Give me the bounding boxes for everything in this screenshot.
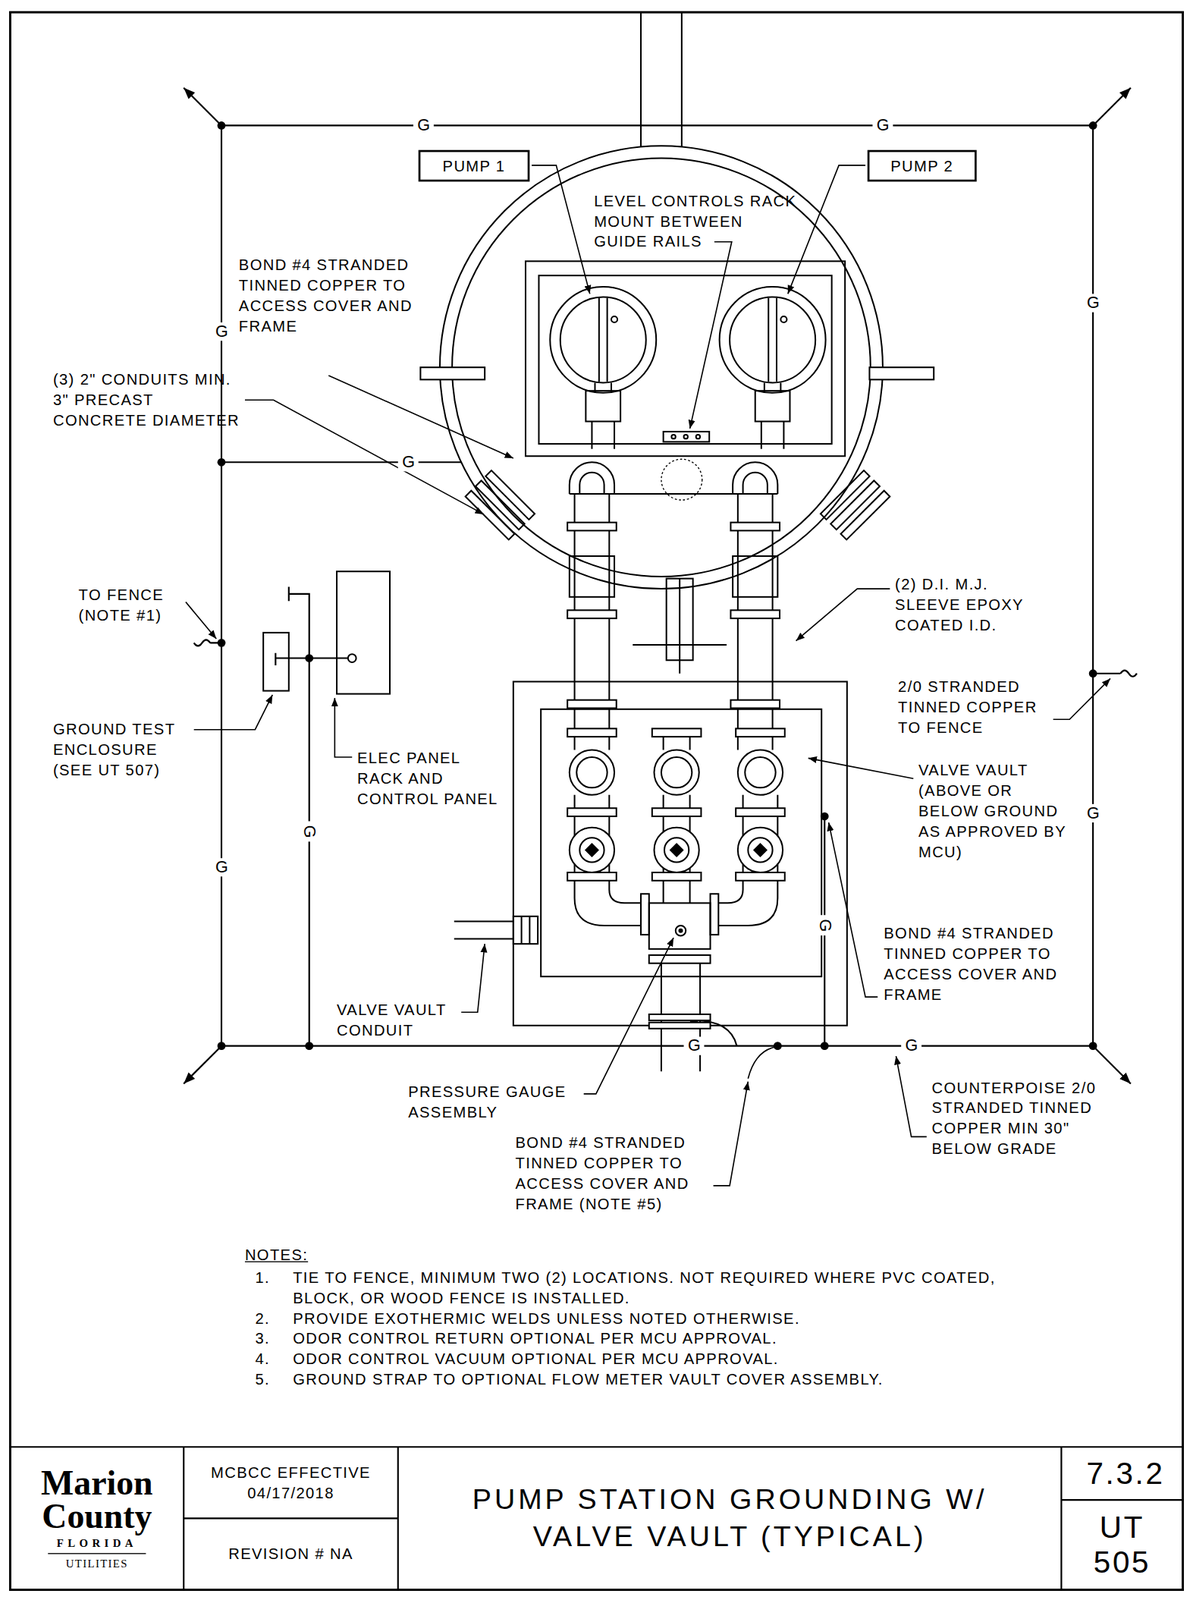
callout-label: BOND #4 STRANDED TINNED COPPER TO ACCESS… <box>883 923 1078 1005</box>
callout-label: LEVEL CONTROLS RACK MOUNT BETWEEN GUIDE … <box>593 191 798 253</box>
note-text: GROUND STRAP TO OPTIONAL FLOW METER VAUL… <box>292 1368 1008 1390</box>
node-text: FLORIDA <box>56 1536 138 1549</box>
bond-dots <box>217 121 1098 1050</box>
callout-label: (2) D.I. M.J. SLEEVE EPOXY COATED I.D. <box>894 574 1049 636</box>
ground-tag: G <box>211 857 233 876</box>
ground-tag: G <box>413 116 435 135</box>
note-text: ODOR CONTROL RETURN OPTIONAL PER MCU APP… <box>292 1327 1008 1349</box>
note-text: ODOR CONTROL VACUUM OPTIONAL PER MCU APP… <box>292 1348 1008 1369</box>
wet-well <box>420 12 934 589</box>
node-text: MCBCC EFFECTIVE 04/17/2018 <box>185 1461 396 1503</box>
detail-number-cell: UT 505 <box>1063 1501 1181 1588</box>
note-number: 1. <box>254 1267 270 1288</box>
ground-tag: G <box>1083 803 1105 823</box>
note-number: 2. <box>254 1307 270 1328</box>
callout-label: GROUND TEST ENCLOSURE (SEE UT 507) <box>53 718 196 781</box>
ground-tag: G <box>815 914 834 936</box>
drawing-title: PUMP STATION GROUNDING W/ VALVE VAULT (T… <box>428 1481 1031 1555</box>
pump-tag-box: PUMP 2 <box>867 150 977 183</box>
ground-grid <box>183 87 1137 1084</box>
ground-tag: G <box>211 322 233 341</box>
ground-tag: G <box>872 116 894 135</box>
note-text: PROVIDE EXOTHERMIC WELDS UNLESS NOTED OT… <box>292 1307 1008 1328</box>
notes-heading: NOTES: <box>244 1244 308 1266</box>
note-number: 3. <box>254 1327 270 1349</box>
callout-label: TO FENCE (NOTE #1) <box>78 584 192 626</box>
callout-label: COUNTERPOISE 2/0 STRANDED TINNED COPPER … <box>932 1076 1106 1159</box>
ground-tag: G <box>684 1036 706 1055</box>
node-text: UT 505 <box>1086 1510 1158 1580</box>
note-text: TIE TO FENCE, MINIMUM TWO (2) LOCATIONS.… <box>292 1267 1008 1309</box>
pump-tag-box: PUMP 1 <box>418 150 531 183</box>
callout-label: ELEC PANEL RACK AND CONTROL PANEL <box>357 747 511 810</box>
callout-label: PRESSURE GAUGE ASSEMBLY <box>408 1081 582 1123</box>
callout-label: (3) 2" CONDUITS MIN. 3" PRECAST CONCRETE… <box>53 369 243 431</box>
ground-tag: G <box>1083 293 1105 312</box>
callout-label: 2/0 STRANDED TINNED COPPER TO FENCE <box>897 676 1052 738</box>
callout-label: VALVE VAULT CONDUIT <box>336 999 465 1041</box>
node-text: Marion County <box>25 1466 169 1533</box>
node-text: PUMP 2 <box>890 155 954 176</box>
callout-label: BOND #4 STRANDED TINNED COPPER TO ACCESS… <box>238 254 434 337</box>
section-number-cell: 7.3.2 <box>1063 1448 1181 1498</box>
note-number: 4. <box>254 1348 270 1369</box>
county-logo: Marion CountyFLORIDA UTILITIES <box>12 1448 182 1588</box>
sheet-frame <box>9 12 1183 1589</box>
effective-date-cell: MCBCC EFFECTIVE 04/17/2018 <box>185 1448 396 1517</box>
ground-tag: G <box>300 820 319 842</box>
leader-lines <box>185 165 1111 1186</box>
node-text: REVISION # NA <box>228 1543 353 1564</box>
revision-cell: REVISION # NA <box>185 1519 396 1588</box>
note-number: 5. <box>254 1368 270 1390</box>
node-text: 7.3.2 <box>1086 1455 1158 1491</box>
node-text: PUMP 1 <box>442 155 506 176</box>
ground-tag: G <box>901 1036 923 1055</box>
node-text: UTILITIES <box>47 1552 147 1570</box>
callout-label: VALVE VAULT (ABOVE OR BELOW GROUND AS AP… <box>918 759 1072 863</box>
title-cell: PUMP STATION GROUNDING W/ VALVE VAULT (T… <box>403 1446 1057 1589</box>
callout-label: BOND #4 STRANDED TINNED COPPER TO ACCESS… <box>515 1132 710 1215</box>
panels <box>263 571 390 694</box>
ground-tag: G <box>398 452 420 471</box>
